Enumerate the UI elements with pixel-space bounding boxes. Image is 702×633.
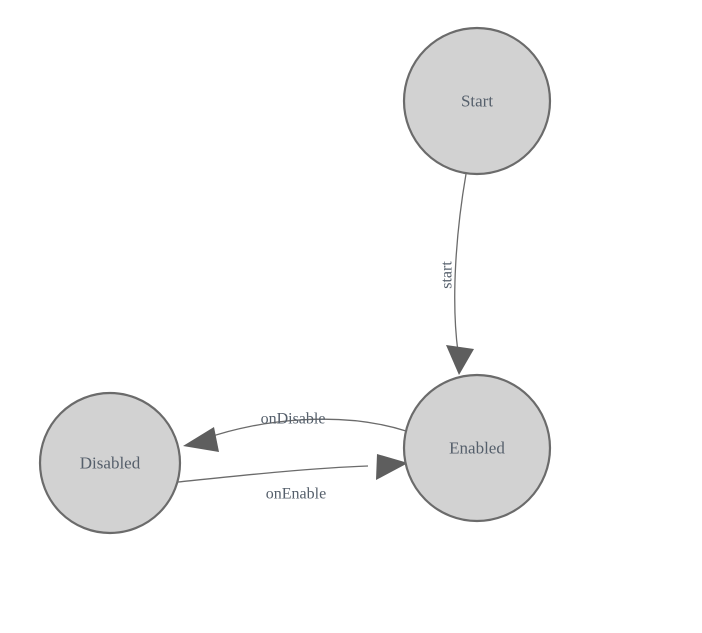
arrowhead-into-enabled-left [376, 454, 408, 480]
node-start-circle [402, 26, 552, 176]
arrowhead-into-enabled-top [446, 345, 474, 375]
node-enabled-label: Enabled [449, 439, 505, 458]
edge-start-to-enabled[interactable]: start [439, 173, 475, 375]
node-start[interactable]: Start [402, 26, 552, 176]
edge-enabled-to-disabled[interactable]: onDisable [183, 411, 407, 453]
edge-label-start: start [439, 261, 456, 289]
node-enabled-circle [402, 373, 552, 523]
edge-disabled-to-enabled[interactable]: onEnable [177, 454, 408, 503]
edge-start-to-enabled-path [454, 173, 467, 353]
node-start-label: Start [461, 92, 493, 111]
node-enabled[interactable]: Enabled [402, 373, 552, 523]
edge-label-onenable: onEnable [266, 486, 326, 503]
arrowhead-into-disabled [183, 427, 219, 452]
edge-enabled-to-disabled-path [206, 418, 407, 439]
node-disabled[interactable]: Disabled [38, 391, 182, 535]
node-disabled-label: Disabled [80, 454, 141, 473]
node-disabled-circle [38, 391, 182, 535]
edge-label-ondisable: onDisable [261, 411, 326, 428]
edge-disabled-to-enabled-path [177, 465, 369, 483]
